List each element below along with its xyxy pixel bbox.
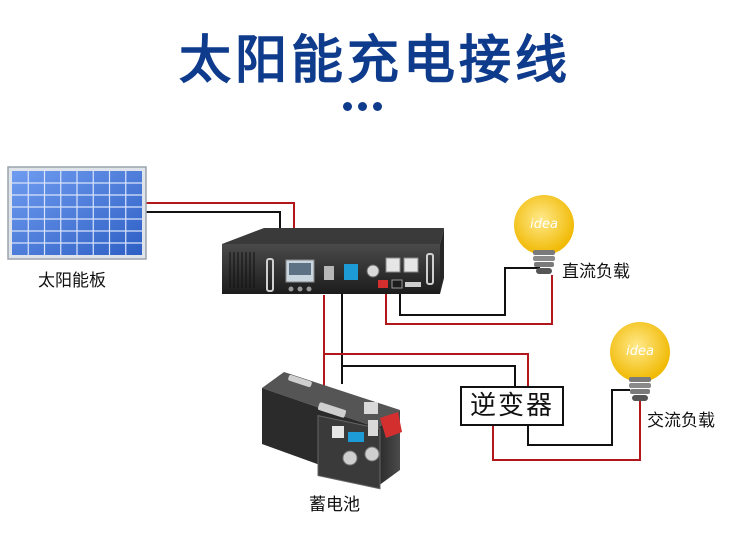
wire-inverter-negative: [342, 365, 516, 386]
wire-ac-negative: [527, 389, 630, 446]
ac-load-label: 交流负载: [647, 411, 715, 431]
ac-bulb-text: idea: [626, 344, 654, 359]
ac-load-bulb-icon: [610, 322, 670, 401]
solar-panel-icon: [7, 166, 147, 260]
wire-battery-positive: [323, 295, 332, 401]
page-title: 太阳能充电接线: [178, 31, 571, 91]
wire-inverter-positive: [324, 353, 529, 386]
solar-panel-label: 太阳能板: [38, 271, 106, 291]
title-dots: [343, 96, 389, 111]
wires: [146, 202, 641, 461]
wire-dc-positive: [385, 275, 553, 325]
dc-bulb-text: idea: [530, 217, 558, 232]
wire-ac-positive: [492, 398, 641, 461]
wire-dc-negative: [399, 267, 540, 316]
dc-load-bulb-icon: [514, 195, 574, 274]
inverter-box: 逆变器: [460, 386, 564, 426]
battery-icon: [262, 372, 402, 490]
battery-label: 蓄电池: [309, 495, 360, 515]
dc-load-label: 直流负载: [562, 262, 630, 282]
charge-controller-icon: [222, 228, 444, 294]
